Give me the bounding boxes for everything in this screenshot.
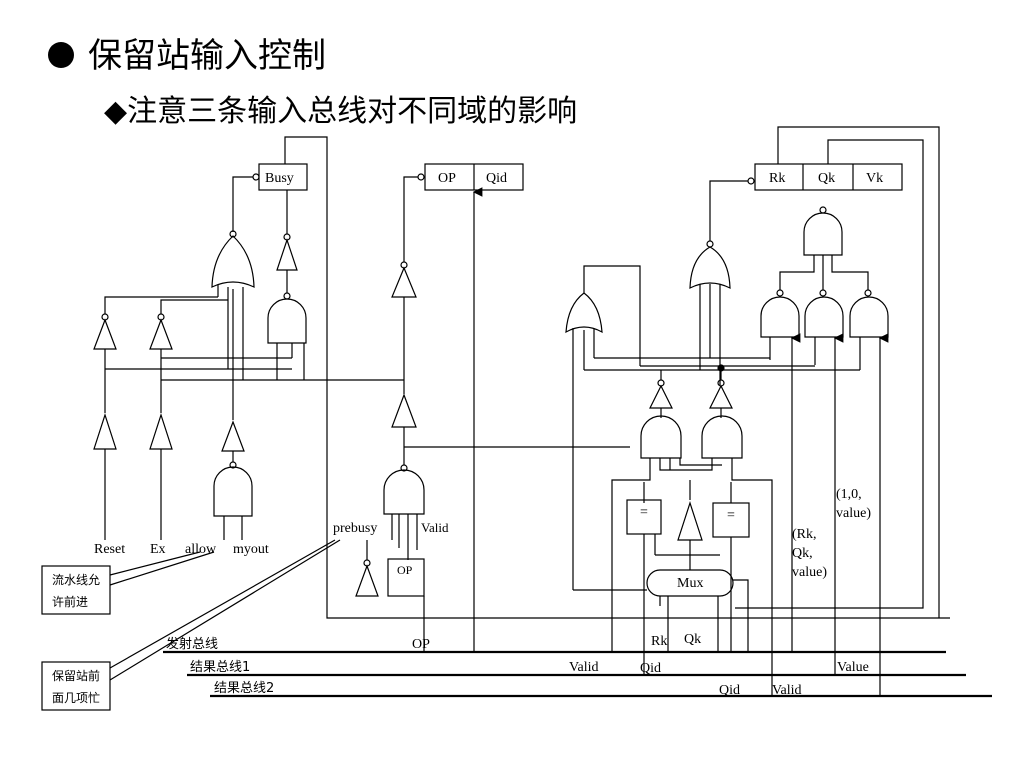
const-value-line2: value) xyxy=(836,506,871,521)
result-bus-2-label: 结果总线2 xyxy=(214,681,274,696)
ex-label: Ex xyxy=(150,542,166,557)
and-gate-allow xyxy=(213,466,253,517)
bullet-circle-icon xyxy=(48,41,74,68)
mux-label: Mux xyxy=(677,576,703,591)
bus-op-label: OP xyxy=(412,637,430,652)
allow-label: allow xyxy=(185,542,217,557)
prebusy-label: prebusy xyxy=(333,521,377,536)
myout-label: myout xyxy=(233,542,269,557)
slide-subtitle: ◆注意三条输入总线对不同域的影响 xyxy=(104,94,578,129)
or-gate-busy xyxy=(211,235,255,288)
and-gate-top xyxy=(803,212,843,256)
bus-value-label: Value xyxy=(837,660,869,675)
eq1-label: = xyxy=(640,505,648,520)
rkqk-value-line2: Qk, xyxy=(792,546,813,561)
callout-pipeline-line2: 许前进 xyxy=(52,594,88,609)
op-box xyxy=(387,558,425,597)
bus-valid2-label: Valid xyxy=(772,683,802,698)
mux xyxy=(646,569,734,597)
valid-gate-label: Valid xyxy=(421,520,449,535)
or-gate-rk xyxy=(689,246,731,289)
rkqk-value-line3: value) xyxy=(792,565,827,580)
reset-label: Reset xyxy=(94,542,125,557)
callout-pipeline xyxy=(41,565,111,615)
busy-label: Busy xyxy=(265,171,294,186)
and-gate-busy xyxy=(267,298,307,344)
callout-station xyxy=(41,661,111,711)
slide-title-text: 保留站输入控制 xyxy=(88,36,326,76)
callout-station-line1: 保留站前 xyxy=(52,668,100,683)
bus-rk-label: Rk xyxy=(651,634,667,649)
rkqk-value-line1: (Rk, xyxy=(792,527,817,542)
const-value-line1: (1,0, xyxy=(836,487,862,502)
callout-station-line2: 面几项忙 xyxy=(52,691,100,705)
callout-pipeline-line1: 流水线允 xyxy=(52,572,100,587)
bus-qid1-label: Qid xyxy=(640,661,661,676)
issue-bus-label: 发射总线 xyxy=(166,636,218,652)
op-box-label: OP xyxy=(397,563,413,577)
result-bus-1-label: 结果总线1 xyxy=(190,660,250,675)
or-gate-qid xyxy=(565,292,603,334)
bus-qk-label: Qk xyxy=(684,632,701,647)
qid-label: Qid xyxy=(486,171,507,186)
qk-label: Qk xyxy=(818,171,835,186)
slide-title: 保留站输入控制 xyxy=(48,28,326,77)
rk-label: Rk xyxy=(769,171,785,186)
op-label: OP xyxy=(438,171,456,186)
bus-qid2-label: Qid xyxy=(719,683,740,698)
bus-valid1-label: Valid xyxy=(569,660,599,675)
and-gate-issue xyxy=(383,469,425,515)
eq2-label: = xyxy=(727,508,735,523)
vk-label: Vk xyxy=(866,171,883,186)
